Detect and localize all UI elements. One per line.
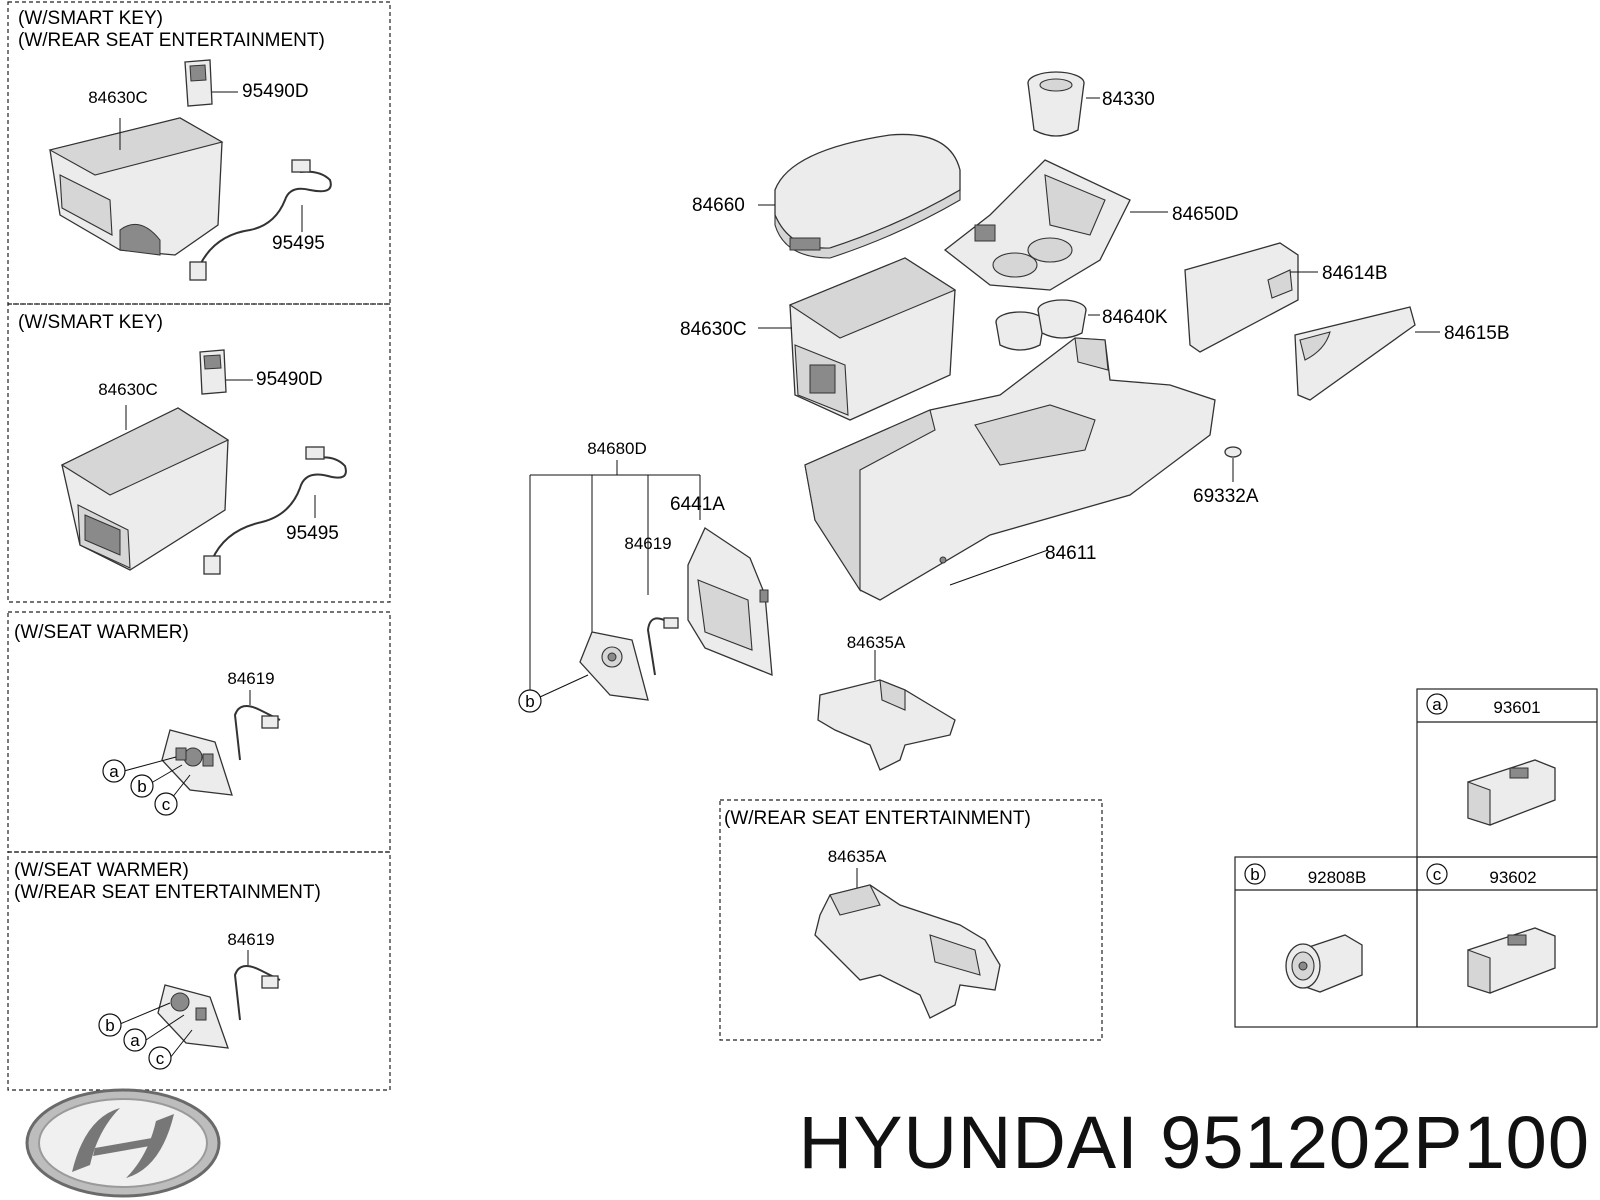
marker-a: a xyxy=(102,759,126,783)
part-label: 69332A xyxy=(1193,486,1259,507)
marker-b: b xyxy=(518,689,542,713)
part-label: 84635A xyxy=(828,847,887,866)
wire-harness-drawing xyxy=(203,446,347,575)
marker-a: a xyxy=(1426,693,1448,715)
part-label: 84630C xyxy=(680,319,747,340)
panel-smartkey: (W/SMART KEY) 84630C 95490D 95495 xyxy=(7,303,391,603)
part-number-caption: HYUNDAI 951202P100 xyxy=(798,1101,1590,1184)
part-label: 95490D xyxy=(256,369,323,390)
panel-note: (W/SMART KEY) xyxy=(18,312,163,333)
marker-b: b xyxy=(1244,863,1266,885)
part-label: 84680D xyxy=(587,439,647,458)
hyundai-logo xyxy=(25,1088,221,1198)
legend-table: a 93601 b 92808B c 93602 xyxy=(1234,688,1598,1028)
marker-a: a xyxy=(123,1028,147,1052)
panel-note: (W/SEAT WARMER) xyxy=(14,860,189,881)
svg-text:c: c xyxy=(162,795,171,814)
part-label: 84640K xyxy=(1102,307,1168,328)
panel-frame xyxy=(719,799,1103,1041)
switch-drawing xyxy=(184,59,238,107)
panel-smartkey-rse: (W/SMART KEY) (W/REAR SEAT ENTERTAINMENT… xyxy=(7,1,391,305)
side-panel-right-drawing xyxy=(1184,242,1318,353)
bracket-drawing xyxy=(817,650,956,771)
panel-note: (W/REAR SEAT ENTERTAINMENT) xyxy=(18,30,325,51)
svg-text:c: c xyxy=(1433,865,1442,884)
console-box-drawing xyxy=(758,257,957,421)
part-label: 93601 xyxy=(1493,698,1540,717)
side-panel-left-drawing xyxy=(1294,306,1440,401)
console-box-drawing xyxy=(60,405,230,571)
part-label: 84619 xyxy=(227,669,274,688)
svg-text:b: b xyxy=(1250,865,1259,884)
bracket-drawing xyxy=(814,884,1001,1019)
cup-holder-insert-drawing xyxy=(1027,71,1100,137)
part-label: 93602 xyxy=(1489,868,1536,887)
part-label: 84630C xyxy=(98,380,158,399)
part-label: 84660 xyxy=(692,195,745,216)
svg-text:b: b xyxy=(105,1016,114,1035)
panel-note: (W/REAR SEAT ENTERTAINMENT) xyxy=(14,882,321,903)
part-label: 84619 xyxy=(227,930,274,949)
switch-drawing xyxy=(199,349,253,395)
part-label: 95490D xyxy=(242,81,309,102)
panel-note: (W/SMART KEY) xyxy=(18,8,163,29)
console-box-drawing xyxy=(48,117,224,256)
part-label: 95495 xyxy=(286,523,339,544)
cup-holder-drawing xyxy=(995,299,1100,351)
marker-c: c xyxy=(1426,863,1448,885)
legend-cell xyxy=(1416,856,1598,1028)
part-label: 84614B xyxy=(1322,263,1388,284)
part-label: 84619 xyxy=(624,534,671,553)
clip-drawing xyxy=(1224,446,1242,482)
rear-panel-drawing xyxy=(687,527,773,676)
armrest-lid-drawing xyxy=(758,133,961,259)
panel-note: (W/REAR SEAT ENTERTAINMENT) xyxy=(724,808,1031,829)
svg-text:a: a xyxy=(130,1031,140,1050)
part-label: 92808B xyxy=(1308,868,1367,887)
panel-seat-warmer-rse: (W/SEAT WARMER) (W/REAR SEAT ENTERTAINME… xyxy=(7,851,391,1091)
socket-bezel-drawing xyxy=(579,631,649,701)
marker-c: c xyxy=(154,792,178,816)
part-label: 84650D xyxy=(1172,204,1239,225)
switch-93601-drawing xyxy=(1467,759,1556,826)
power-socket-drawing xyxy=(1285,934,1363,993)
marker-c: c xyxy=(148,1046,172,1070)
panel-frame xyxy=(7,611,391,853)
svg-text:a: a xyxy=(109,762,119,781)
marker-b: b xyxy=(130,774,154,798)
part-label: 6441A xyxy=(670,494,725,515)
part-label: 84630C xyxy=(88,88,148,107)
console-body-drawing xyxy=(804,337,1216,601)
svg-text:b: b xyxy=(525,692,534,711)
part-label: 95495 xyxy=(272,233,325,254)
callout-bracket xyxy=(529,460,701,700)
part-label: 84615B xyxy=(1444,323,1510,344)
panel-seat-warmer: (W/SEAT WARMER) 84619 a b c xyxy=(7,611,391,853)
switch-93602-drawing xyxy=(1467,927,1556,994)
main-console-assembly: 84330 84660 84650D 84614B xyxy=(518,71,1510,771)
upper-cover-drawing xyxy=(943,159,1168,291)
marker-b: b xyxy=(98,1013,122,1037)
panel-frame xyxy=(7,851,391,1091)
wire-harness-drawing xyxy=(189,159,332,281)
panel-rse-bracket: (W/REAR SEAT ENTERTAINMENT) 84635A xyxy=(719,799,1103,1041)
svg-text:b: b xyxy=(137,777,146,796)
part-label: 84330 xyxy=(1102,89,1155,110)
switch-bezel-drawing xyxy=(161,690,281,796)
panel-note: (W/SEAT WARMER) xyxy=(14,622,189,643)
panel-frame xyxy=(7,303,391,603)
part-label: 84635A xyxy=(847,633,906,652)
harness-drawing xyxy=(646,617,679,676)
svg-text:a: a xyxy=(1432,695,1442,714)
part-label: 84611 xyxy=(1045,543,1096,564)
svg-text:c: c xyxy=(156,1049,165,1068)
switch-bezel-drawing xyxy=(157,950,281,1049)
